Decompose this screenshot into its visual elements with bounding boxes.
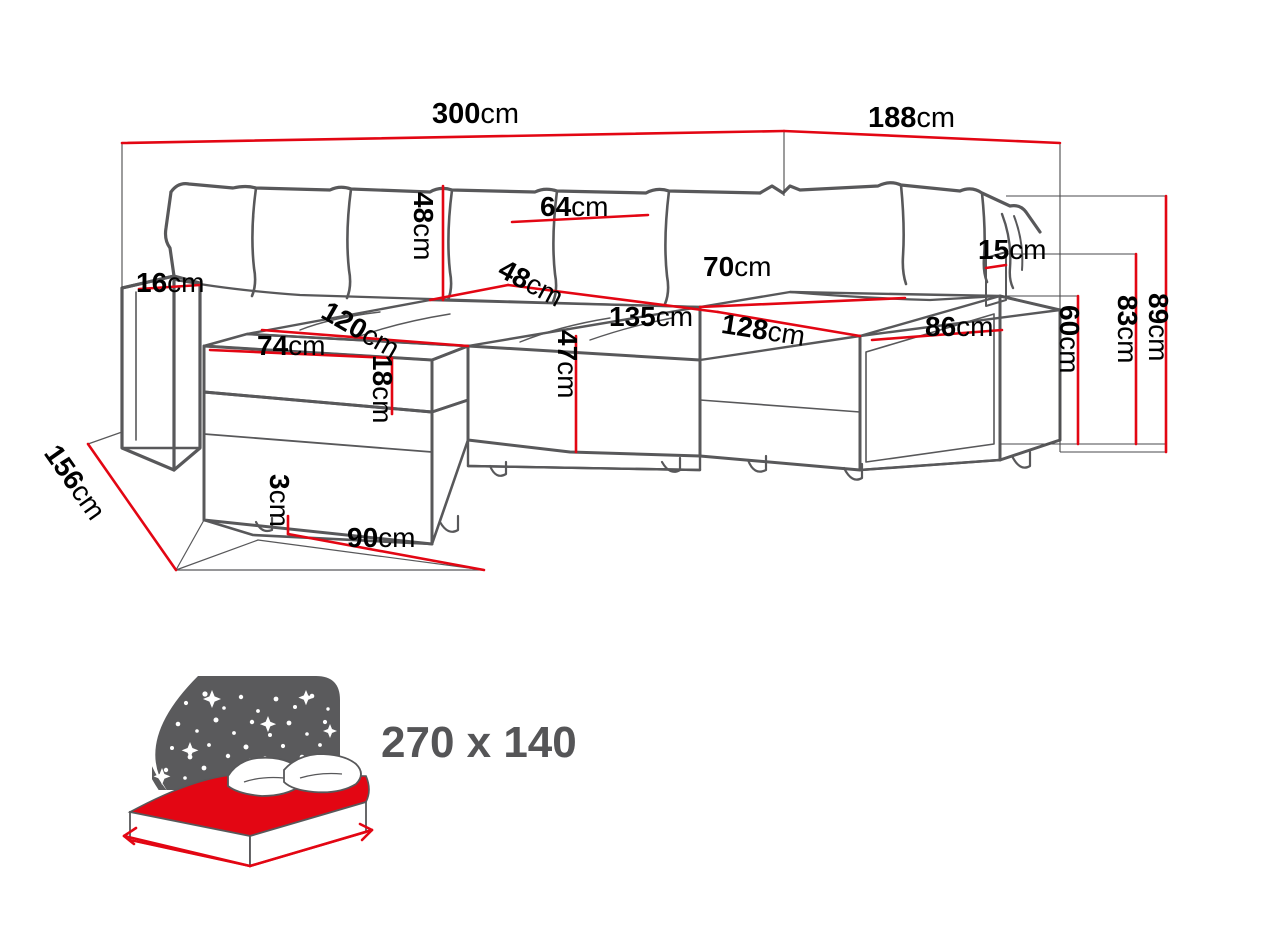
extension-lines: [121, 131, 1166, 453]
sleeping-area-label: 270 x 140: [381, 718, 577, 767]
dim-label-16cm: 16cm: [136, 267, 205, 298]
bed-dimension-arrows: [122, 822, 374, 868]
dim-label-135cm: 135cm: [609, 301, 694, 332]
right-corner-module: [698, 290, 1062, 481]
dim-label-188cm: 188cm: [868, 102, 956, 134]
pillows: [227, 753, 362, 797]
left-armrest: [120, 274, 202, 472]
backrest-cushions-right: [781, 181, 1042, 302]
backrest-corner: [758, 184, 785, 195]
backrest-cushions-left: [163, 182, 762, 309]
red-dimension-lines: [86, 129, 1168, 572]
dim-label-74cm: 74cm: [257, 330, 326, 361]
dim-label-300cm: 300cm: [432, 98, 520, 130]
dim-label-86cm: 86cm: [925, 311, 994, 342]
dim-label-64cm: 64cm: [540, 191, 609, 222]
right-arm-top-detail: [985, 251, 1007, 307]
dim-label-90cm: 90cm: [347, 522, 416, 553]
dim-label-70cm: 70cm: [703, 251, 772, 282]
dim-label-15cm: 15cm: [978, 234, 1047, 265]
